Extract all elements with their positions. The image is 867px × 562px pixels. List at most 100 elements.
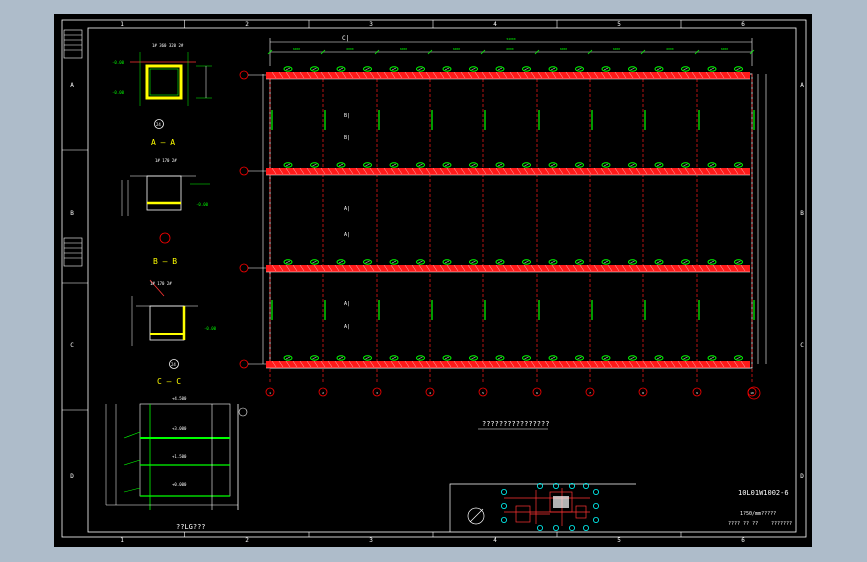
- bolt-marker: [336, 162, 346, 168]
- bolt-marker: [575, 355, 584, 361]
- section-title-c-c: C — C: [157, 377, 181, 386]
- svg-text:7: 7: [589, 391, 591, 395]
- bolt-marker: [310, 259, 319, 265]
- section-title-a-a: A — A: [151, 138, 175, 147]
- svg-text:1# 170 2#: 1# 170 2#: [155, 158, 177, 163]
- outer-border: [61, 19, 807, 538]
- bolt-marker: [681, 355, 690, 361]
- axis-marker: [372, 387, 382, 397]
- bolt-marker: [495, 259, 505, 265]
- key-plan-marker: [569, 482, 576, 489]
- axis-marker: [532, 387, 542, 397]
- plan-label-top: C|: [342, 35, 349, 42]
- axis-marker: [638, 387, 648, 397]
- bolt-marker: [389, 259, 399, 265]
- svg-text:3: 3: [376, 391, 378, 395]
- bolt-marker: [363, 355, 372, 361]
- bolt-marker: [389, 355, 399, 361]
- axis-marker: [478, 387, 488, 397]
- bolt-marker: [734, 162, 743, 168]
- svg-text:6000: 6000: [560, 47, 567, 51]
- svg-text:6000: 6000: [666, 47, 673, 51]
- beam: [266, 168, 750, 175]
- bolt-marker: [442, 162, 452, 168]
- border-row-label: A: [800, 82, 804, 89]
- border-col-label: 1: [120, 21, 124, 28]
- svg-text:+3.000: +3.000: [172, 426, 187, 431]
- bolt-marker: [575, 66, 584, 72]
- bolt-marker: [575, 259, 584, 265]
- title-block-line-2a: ???? ?? ??: [728, 521, 758, 527]
- bolt-marker: [628, 162, 637, 168]
- bolt-marker: [681, 259, 690, 265]
- svg-text:A|: A|: [344, 301, 350, 307]
- plan-dimension-lines: [262, 38, 767, 364]
- bolt-marker: [601, 259, 611, 265]
- border-col-label: 3: [369, 21, 373, 28]
- svg-text:B|: B|: [344, 135, 350, 141]
- bolt-marker: [628, 259, 637, 265]
- bolt-marker: [416, 355, 425, 361]
- title-block-line-1: 1?50/mm?????: [740, 511, 776, 517]
- border-col-label: 5: [617, 21, 621, 28]
- svg-text:B|: B|: [344, 113, 350, 119]
- svg-text:6000: 6000: [453, 47, 460, 51]
- bolt-marker: [548, 66, 558, 72]
- svg-text:-0.00: -0.00: [112, 90, 125, 95]
- bolt-marker: [522, 259, 531, 265]
- key-plan-marker: [553, 525, 560, 532]
- border-col-label: 1: [120, 537, 124, 544]
- bolt-marker: [654, 66, 664, 72]
- bolt-marker: [283, 259, 293, 265]
- svg-text:A|: A|: [344, 232, 350, 238]
- svg-text:4: 4: [429, 391, 431, 395]
- bolt-marker: [416, 259, 425, 265]
- border-col-label: 4: [493, 537, 497, 544]
- title-block-line-2b: ???????: [771, 521, 792, 527]
- section-title-b-b: B — B: [153, 257, 177, 266]
- bolt-marker: [469, 259, 478, 265]
- bolt-marker: [628, 355, 637, 361]
- key-plan-marker: [569, 525, 576, 532]
- plan-row-markers: [239, 70, 266, 369]
- bolt-marker: [283, 162, 293, 168]
- bolt-marker: [734, 259, 743, 265]
- svg-text:1# 170 2#: 1# 170 2#: [150, 281, 172, 286]
- svg-text:-0.00: -0.00: [204, 326, 217, 331]
- bolt-marker: [601, 162, 611, 168]
- bolt-marker: [495, 162, 505, 168]
- border-row-label: B: [70, 210, 74, 217]
- key-plan-marker: [553, 482, 560, 489]
- drawing-sheet: [54, 14, 812, 547]
- bolt-marker: [601, 355, 611, 361]
- key-plan-marker: [537, 525, 544, 532]
- border-row-label: B: [800, 210, 804, 217]
- border-row-label: D: [800, 473, 804, 480]
- bolt-marker: [707, 355, 717, 361]
- bolt-marker: [495, 355, 505, 361]
- bolt-marker: [601, 66, 611, 72]
- bolt-marker: [283, 355, 293, 361]
- bolt-marker: [654, 162, 664, 168]
- beam: [266, 265, 750, 272]
- bolt-marker: [734, 66, 743, 72]
- bolt-marker: [548, 162, 558, 168]
- bolt-marker: [734, 355, 743, 361]
- section-detail-b-b: 1# 170 2# -0.00 24: [131, 279, 217, 369]
- svg-text:54000: 54000: [506, 37, 515, 41]
- bolt-marker: [310, 66, 319, 72]
- svg-text:6000: 6000: [293, 47, 300, 51]
- svg-text:6000: 6000: [400, 47, 407, 51]
- border-col-label: 2: [245, 21, 249, 28]
- drawing-number: 10L01W1002-6: [738, 489, 789, 497]
- detail-title: ??LG???: [176, 523, 206, 531]
- svg-text:+0.000: +0.000: [172, 482, 187, 487]
- axis-marker: [585, 387, 595, 397]
- svg-text:+1.500: +1.500: [172, 454, 187, 459]
- svg-text:A|: A|: [344, 324, 350, 330]
